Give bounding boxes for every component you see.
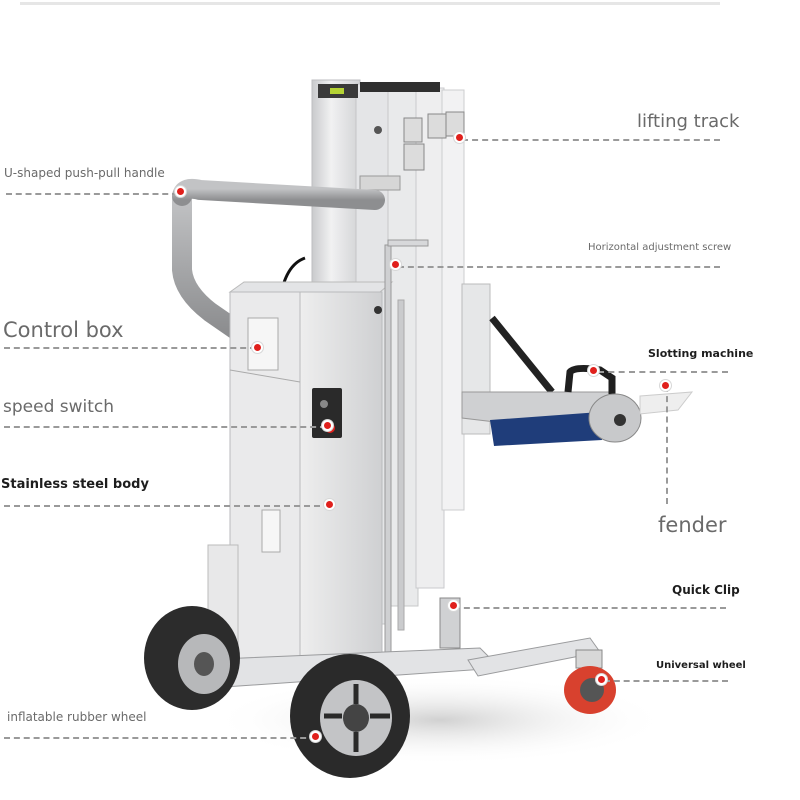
marker-quick-clip bbox=[448, 600, 459, 611]
universal-caster bbox=[564, 649, 616, 714]
marker-slotting-machine bbox=[588, 365, 599, 376]
stainless-body bbox=[207, 281, 394, 673]
leader-handle bbox=[6, 193, 178, 195]
leader-body bbox=[4, 505, 330, 507]
marker-handle bbox=[175, 186, 186, 197]
label-quick-clip: Quick Clip bbox=[672, 583, 740, 597]
marker-rubber-wheel bbox=[310, 731, 321, 742]
label-slotting-machine: Slotting machine bbox=[648, 347, 754, 360]
marker-speed-switch bbox=[322, 420, 333, 431]
label-speed-switch: speed switch bbox=[3, 397, 115, 417]
marker-control-box bbox=[252, 342, 263, 353]
label-body: Stainless steel body bbox=[1, 477, 149, 492]
leader-fender bbox=[666, 386, 668, 504]
label-handle: U-shaped push-pull handle bbox=[4, 166, 165, 180]
label-rubber-wheel: inflatable rubber wheel bbox=[7, 710, 147, 724]
leader-control-box bbox=[4, 347, 256, 349]
label-adjust-screw: Horizontal adjustment screw bbox=[588, 242, 732, 253]
leader-slotting-machine bbox=[598, 371, 728, 373]
top-divider bbox=[20, 2, 720, 5]
slotting-machine bbox=[461, 283, 694, 446]
leader-quick-clip bbox=[454, 607, 726, 609]
marker-body bbox=[324, 499, 335, 510]
marker-fender bbox=[660, 380, 671, 391]
label-lifting-track: lifting track bbox=[637, 111, 740, 132]
leader-adjust-screw bbox=[398, 266, 720, 268]
marker-adjust-screw bbox=[390, 259, 401, 270]
leader-lifting-track bbox=[462, 139, 720, 141]
rear-wheel bbox=[144, 606, 240, 710]
label-universal-wheel: Universal wheel bbox=[656, 660, 746, 671]
marker-universal-wheel bbox=[596, 674, 607, 685]
label-fender: fender bbox=[658, 513, 727, 537]
leader-speed-switch bbox=[4, 426, 326, 428]
marker-lifting-track bbox=[454, 132, 465, 143]
leader-universal-wheel bbox=[604, 680, 728, 682]
front-wheel bbox=[290, 654, 410, 778]
label-control-box: Control box bbox=[3, 318, 124, 342]
leader-rubber-wheel bbox=[4, 737, 316, 739]
